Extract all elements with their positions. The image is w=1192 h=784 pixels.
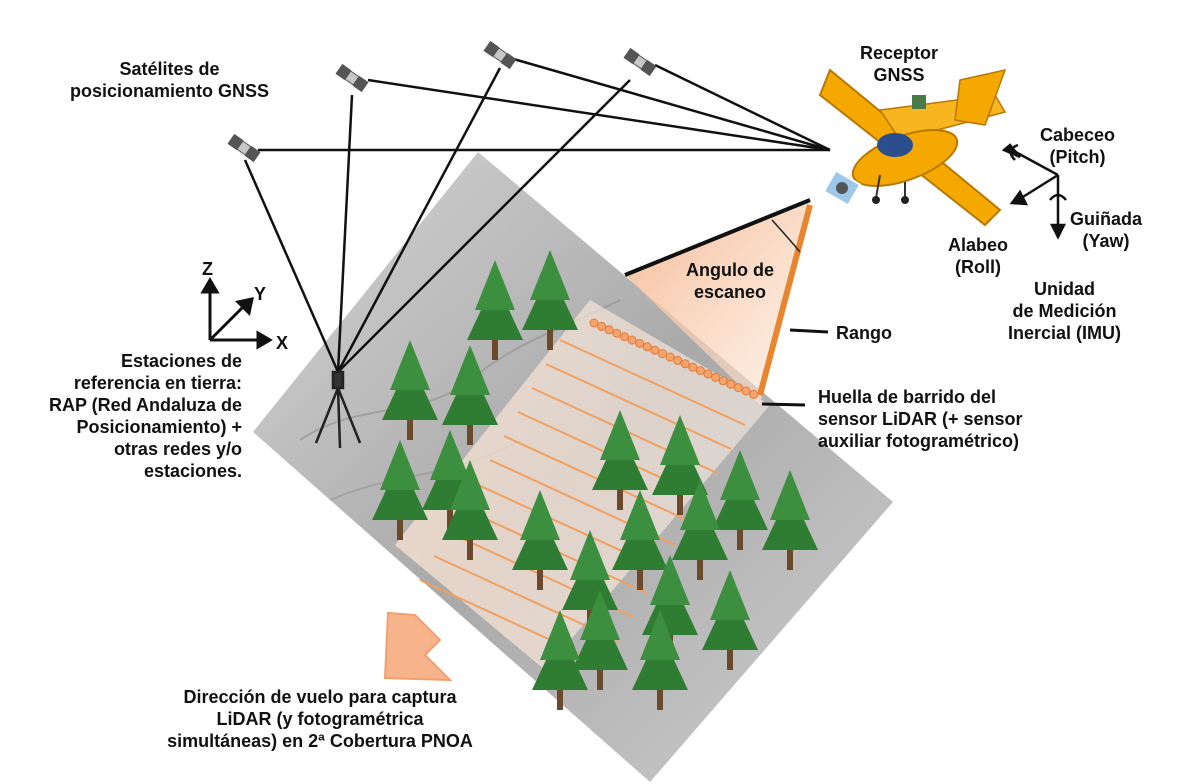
laser-pulses <box>589 318 759 399</box>
tree-icon <box>572 590 628 690</box>
tripod-station-icon <box>314 370 362 449</box>
laser-pulse <box>604 325 614 335</box>
satellite-icon <box>483 40 517 70</box>
beam-edge <box>624 198 811 277</box>
laser-pulse <box>711 372 721 382</box>
tree-icon <box>382 340 438 440</box>
satellite-icon <box>227 133 261 163</box>
imu-axes <box>1001 143 1067 240</box>
scan-line <box>503 435 690 522</box>
pitch-label: Cabeceo(Pitch) <box>1040 125 1116 167</box>
axis-x-label: X <box>276 333 289 353</box>
laser-pulse <box>650 345 660 355</box>
tree-icon <box>467 260 523 360</box>
coordinate-axes <box>200 277 273 350</box>
laser-pulse <box>642 342 652 352</box>
laser-pulse <box>680 359 690 369</box>
tree-icon <box>592 410 648 510</box>
forest <box>372 250 818 710</box>
tree-icon <box>652 415 708 515</box>
tree-icon <box>522 250 578 350</box>
tree-icon <box>442 345 498 445</box>
tree-icon <box>762 470 818 570</box>
range-beam <box>757 204 813 396</box>
laser-pulse <box>619 332 629 342</box>
axis-z-label: Z <box>202 259 213 279</box>
range-pointer <box>789 328 829 334</box>
laser-pulse <box>703 369 713 379</box>
scan-angle-arc <box>771 219 801 253</box>
tree-icon <box>372 440 428 540</box>
tree-icon <box>442 460 498 560</box>
roll-label: Alabeo(Roll) <box>948 235 1009 277</box>
tree-icon <box>702 570 758 670</box>
laser-pulse <box>589 318 599 328</box>
laser-pulse <box>749 389 759 399</box>
tree-icon <box>612 490 668 590</box>
tree-icon <box>672 480 728 580</box>
laser-pulse <box>695 366 705 376</box>
tree-icon <box>712 450 768 550</box>
laser-beam <box>625 200 810 405</box>
tree-icon <box>512 490 568 590</box>
scan-line <box>545 363 732 450</box>
satellite-icon <box>623 47 657 77</box>
axis-y-label: Y <box>254 284 267 304</box>
laser-pulse <box>673 355 683 365</box>
camera-sensor-icon <box>822 169 862 207</box>
airplane-icon <box>818 68 1007 227</box>
scan-line <box>559 339 746 426</box>
flight-direction-arrow-icon <box>383 611 453 682</box>
yaw-label: Guiñada(Yaw) <box>1070 209 1143 251</box>
laser-pulse <box>657 349 667 359</box>
laser-pulse <box>733 383 743 393</box>
laser-pulse <box>741 386 751 396</box>
range-label: Rango <box>836 323 892 343</box>
footprint-pointer <box>761 402 806 407</box>
gnss-signal-lines <box>243 56 831 373</box>
tree-icon <box>532 610 588 710</box>
laser-pulse <box>597 321 607 331</box>
satellite-icon <box>335 63 369 93</box>
laser-pulse <box>627 335 637 345</box>
laser-pulse <box>665 352 675 362</box>
laser-pulse <box>718 376 728 386</box>
laser-pulse <box>688 362 698 372</box>
laser-pulse <box>612 328 622 338</box>
laser-pulse <box>726 379 736 389</box>
laser-pulse <box>635 338 645 348</box>
tree-icon <box>632 610 688 710</box>
